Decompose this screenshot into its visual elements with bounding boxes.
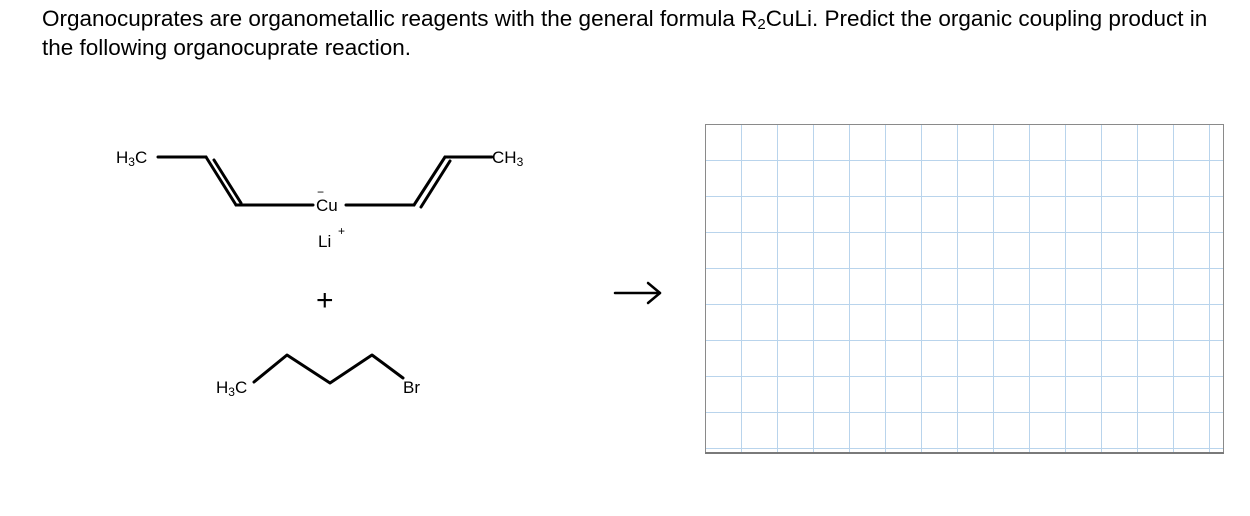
question-text-part1: Organocuprates are organometallic reagen… <box>42 6 758 31</box>
bromide-structure <box>252 353 405 385</box>
formula-subscript: 2 <box>757 16 766 33</box>
lithium-counterion-label: Li <box>318 232 331 251</box>
double-bond-right-inner <box>419 159 452 209</box>
right-methyl-label: CH3 <box>492 148 524 169</box>
double-bond-right-outer <box>412 155 447 207</box>
question-text-part2: CuLi. Predict the organic coupling produ… <box>42 6 1208 60</box>
double-bond-left-outer <box>204 155 238 207</box>
left-methyl-label: H3C <box>116 148 147 169</box>
plus-sign: + <box>316 284 334 317</box>
bromine-atom-label: Br <box>403 378 420 397</box>
copper-charge: − <box>317 185 324 199</box>
butyl-chain <box>252 353 405 385</box>
lithium-charge: + <box>338 224 345 238</box>
reaction-arrow-icon <box>613 281 662 305</box>
bromide-methyl-label: H3C <box>216 378 247 399</box>
canvas-bottom-border <box>705 452 1224 454</box>
copper-atom-label: Cu <box>316 196 338 215</box>
cuprate-structure <box>156 155 494 209</box>
product-drawing-canvas[interactable] <box>705 124 1224 454</box>
question-text: Organocuprates are organometallic reagen… <box>42 4 1237 62</box>
double-bond-left-inner <box>212 158 243 205</box>
